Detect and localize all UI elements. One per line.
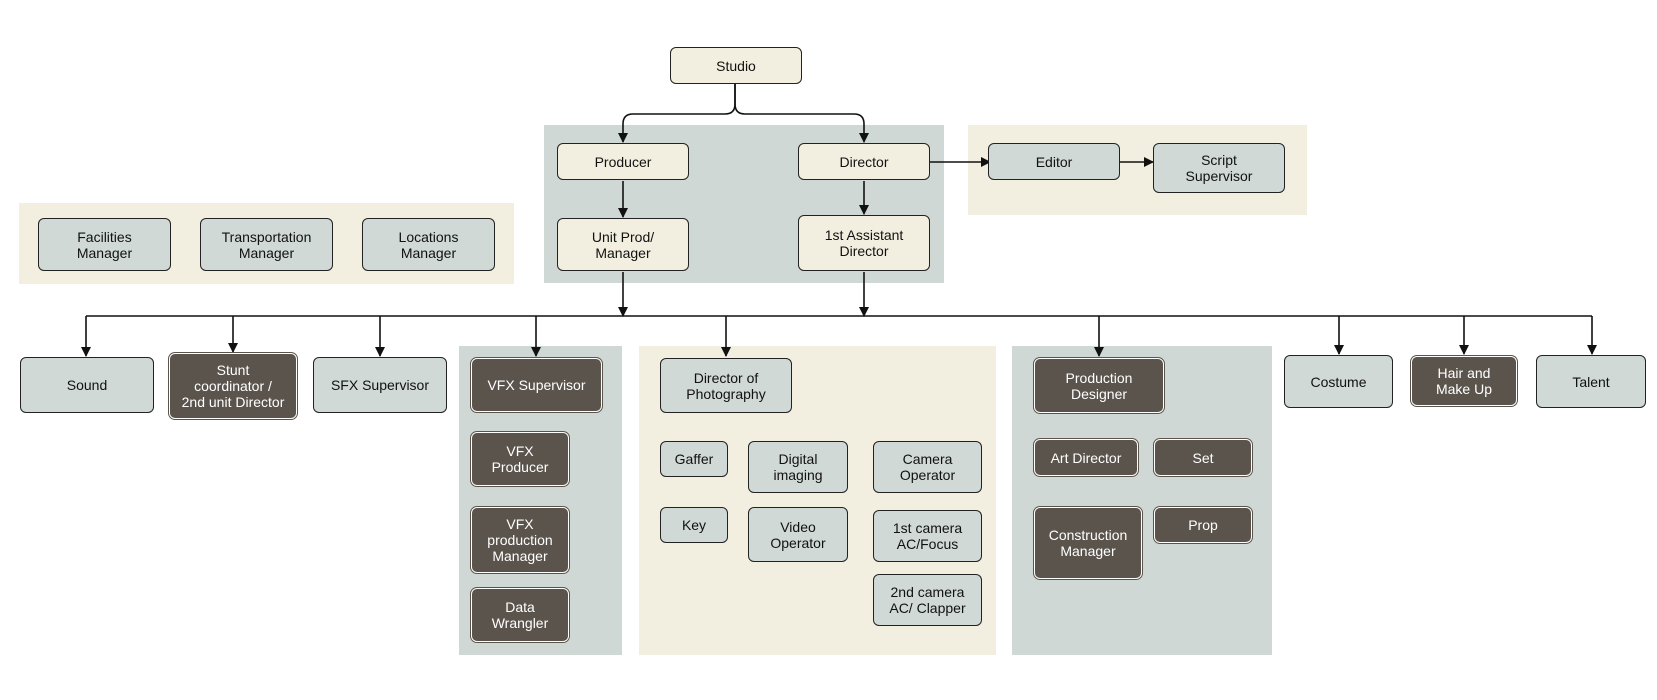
node-prop[interactable]: Prop [1154,507,1252,543]
node-1st-camera-ac[interactable]: 1st camera AC/Focus [873,510,982,562]
node-set[interactable]: Set [1154,439,1252,476]
node-vfx-supervisor[interactable]: VFX Supervisor [471,358,602,412]
node-2nd-camera-ac[interactable]: 2nd camera AC/ Clapper [873,574,982,626]
node-1st-assistant-director[interactable]: 1st Assistant Director [798,215,930,271]
node-talent[interactable]: Talent [1536,355,1646,408]
node-facilities-manager[interactable]: Facilities Manager [38,218,171,271]
node-key[interactable]: Key [660,507,728,543]
node-sound[interactable]: Sound [20,357,154,413]
node-construction-manager[interactable]: Construction Manager [1034,507,1142,579]
node-gaffer[interactable]: Gaffer [660,441,728,477]
node-hair-and-make-up[interactable]: Hair and Make Up [1411,356,1517,406]
node-producer[interactable]: Producer [557,143,689,180]
node-transportation-manager[interactable]: Transportation Manager [200,218,333,271]
node-director-of-photography[interactable]: Director of Photography [660,358,792,413]
node-studio[interactable]: Studio [670,47,802,84]
node-digital-imaging[interactable]: Digital imaging [748,441,848,493]
node-script-supervisor[interactable]: Script Supervisor [1153,143,1285,193]
node-locations-manager[interactable]: Locations Manager [362,218,495,271]
node-vfx-production-manager[interactable]: VFX production Manager [471,507,569,573]
link-studio-director [734,84,869,143]
node-editor[interactable]: Editor [988,143,1120,180]
node-video-operator[interactable]: Video Operator [748,507,848,562]
node-sfx-supervisor[interactable]: SFX Supervisor [313,357,447,413]
node-data-wrangler[interactable]: Data Wrangler [471,588,569,642]
node-vfx-producer[interactable]: VFX Producer [471,432,569,486]
node-production-designer[interactable]: Production Designer [1034,358,1164,413]
node-stunt-coordinator[interactable]: Stunt coordinator / 2nd unit Director [169,353,297,419]
node-director[interactable]: Director [798,143,930,180]
node-camera-operator[interactable]: Camera Operator [873,441,982,493]
node-unit-prod-manager[interactable]: Unit Prod/ Manager [557,218,689,271]
node-costume[interactable]: Costume [1284,355,1393,408]
link-studio-producer [618,84,736,143]
node-art-director[interactable]: Art Director [1034,439,1138,476]
